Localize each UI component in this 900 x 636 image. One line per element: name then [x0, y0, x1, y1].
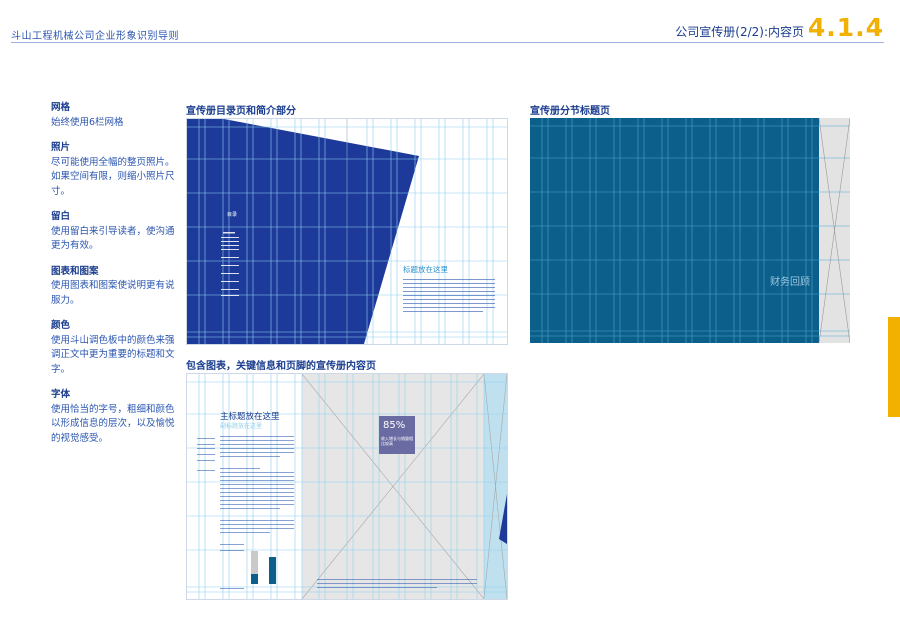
page-title: 公司宣传册(2/2):内容页	[675, 25, 804, 39]
guideline-heading: 照片	[51, 142, 71, 153]
section-color-block	[530, 118, 819, 343]
key-stat-caption: 收入增长与销量相比较高	[381, 436, 413, 446]
guideline-charts: 图表和图案 使用图表和图案使说明更有说服力。	[51, 265, 181, 309]
guideline-heading: 网格	[51, 102, 71, 113]
guideline-heading: 颜色	[51, 320, 71, 331]
photo-placeholder	[302, 374, 507, 599]
placeholder-cross	[818, 118, 850, 343]
chart-bar-teal-large	[269, 557, 276, 584]
guideline-typography: 字体 使用恰当的字号，粗细和颜色以形成信息的层次，以及愉悦的视觉感受。	[51, 388, 181, 446]
guideline-photo: 照片 尽可能使用全幅的整页照片。如果空间有限，则缩小照片尺寸。	[51, 141, 181, 199]
toc-photo-block	[187, 119, 419, 344]
intro-title: 标题放在这里	[403, 265, 448, 274]
sub-title: 副标题放在这里	[220, 423, 263, 430]
chart-bar-gray	[251, 551, 258, 584]
toc-panel-label: 宣传册目录页和简介部分	[186, 106, 296, 117]
guideline-body: 使用留白来引导读者，使沟通更为有效。	[51, 225, 175, 252]
column-grid	[530, 118, 850, 343]
guideline-color: 颜色 使用斗山调色板中的颜色来强调正文中更为重要的标题和文字。	[51, 319, 181, 377]
section-spread-drawing	[530, 118, 850, 343]
section-spread-mockup: 财务回顾	[530, 118, 850, 343]
section-title: 财务回顾	[770, 277, 810, 288]
column-grid	[187, 119, 507, 344]
key-stat-box	[379, 416, 415, 454]
main-title: 主标题放在这里	[220, 412, 280, 422]
guideline-body: 使用斗山调色板中的颜色来强调正文中更为重要的标题和文字。	[51, 334, 175, 375]
toc-spread-mockup: 目录 标题放在这里	[186, 118, 508, 345]
guideline-whitespace: 留白 使用留白来引导读者，使沟通更为有效。	[51, 210, 181, 254]
guideline-heading: 图表和图案	[51, 265, 99, 277]
section-tab-marker	[888, 317, 900, 417]
guideline-heading: 留白	[51, 211, 71, 222]
guideline-body: 尽可能使用全幅的整页照片。如果空间有限，则缩小照片尺寸。	[51, 156, 175, 197]
header-divider	[11, 42, 884, 43]
content-spread-mockup: 主标题放在这里 副标题放在这里 85% 收入增长与销量相比较高	[186, 373, 508, 600]
toc-entries	[221, 232, 239, 296]
body-text-columns	[197, 436, 477, 589]
content-panel-label: 包含图表，关键信息和页脚的宣传册内容页	[186, 361, 376, 372]
toc-heading: 目录	[227, 212, 238, 218]
placeholder-cross	[301, 374, 507, 599]
guideline-heading: 字体	[51, 389, 71, 400]
chart-bar-teal-small	[251, 574, 258, 584]
content-spread-drawing	[187, 374, 507, 599]
column-grid	[187, 374, 507, 599]
photo-edge-shape	[499, 494, 507, 544]
document-title: 斗山工程机械公司企业形象识别导则	[11, 31, 179, 42]
guideline-sidebar: 网格 始终使用6栏网格 照片 尽可能使用全幅的整页照片。如果空间有限，则缩小照片…	[51, 101, 181, 457]
guideline-grid: 网格 始终使用6栏网格	[51, 101, 181, 130]
intro-body-text	[403, 279, 495, 312]
toc-spread-drawing	[187, 119, 507, 344]
guideline-body: 使用恰当的字号，粗细和颜色以形成信息的层次，以及愉悦的视觉感受。	[51, 403, 175, 444]
key-stat-value: 85%	[383, 420, 406, 431]
section-panel-label: 宣传册分节标题页	[530, 106, 610, 117]
guideline-body: 始终使用6栏网格	[51, 116, 124, 128]
guideline-body: 使用图表和图案使说明更有说服力。	[51, 280, 175, 306]
section-number: 4.1.4	[807, 13, 884, 42]
